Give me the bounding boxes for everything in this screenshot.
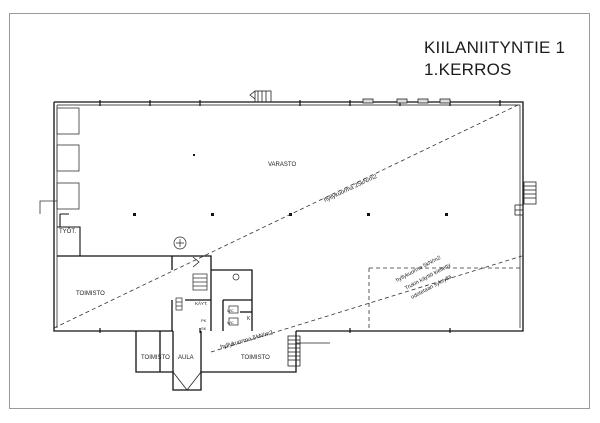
room-label-wc-a: WC xyxy=(227,308,234,313)
load-annotations: hyllykuorma 25kN/m2 hyllykuorma 5kN/m2 h… xyxy=(220,174,454,351)
room-label-toimisto-bottom-left: TOIMISTO xyxy=(141,355,170,361)
right-stairs xyxy=(514,181,537,216)
room-label-sk: SK xyxy=(201,326,207,331)
outer-walls xyxy=(53,101,524,391)
room-labels: VARASTO TYÖT. TOIMISTO TOIMISTO AULA TOI… xyxy=(59,162,296,361)
core-fixtures xyxy=(173,236,240,326)
top-entrance xyxy=(249,90,451,104)
tyot-room xyxy=(57,213,81,256)
room-label-varasto: VARASTO xyxy=(268,162,296,168)
title-address: KIILANIITYNTIE 1 xyxy=(424,38,566,57)
annotation-load-main: hyllykuorma 25kN/m2 xyxy=(323,174,378,204)
loading-doors xyxy=(39,107,80,214)
room-label-aula: AULA xyxy=(178,355,194,361)
annotation-load-office: hyllykuorma 5kN/m2 xyxy=(220,330,275,351)
room-label-tyot: TYÖT. xyxy=(59,228,76,235)
office-walls xyxy=(57,255,253,372)
room-label-pk: PK xyxy=(201,318,207,323)
room-label-k: K xyxy=(247,316,251,322)
load-zone-lines xyxy=(53,103,523,353)
room-label-kayt: KÄYT. xyxy=(195,300,208,306)
room-label-wc-b: WC xyxy=(227,320,234,325)
direction-arrow-icon xyxy=(192,256,200,268)
bottom-entrance xyxy=(172,335,330,391)
room-label-toimisto-left: TOIMISTO xyxy=(76,291,105,297)
drawing-title: KIILANIITYNTIE 1 1.KERROS xyxy=(424,37,565,81)
title-floor: 1.KERROS xyxy=(424,60,512,79)
wall-ticks xyxy=(99,100,501,333)
room-label-toimisto-bottom-right: TOIMISTO xyxy=(241,355,270,361)
